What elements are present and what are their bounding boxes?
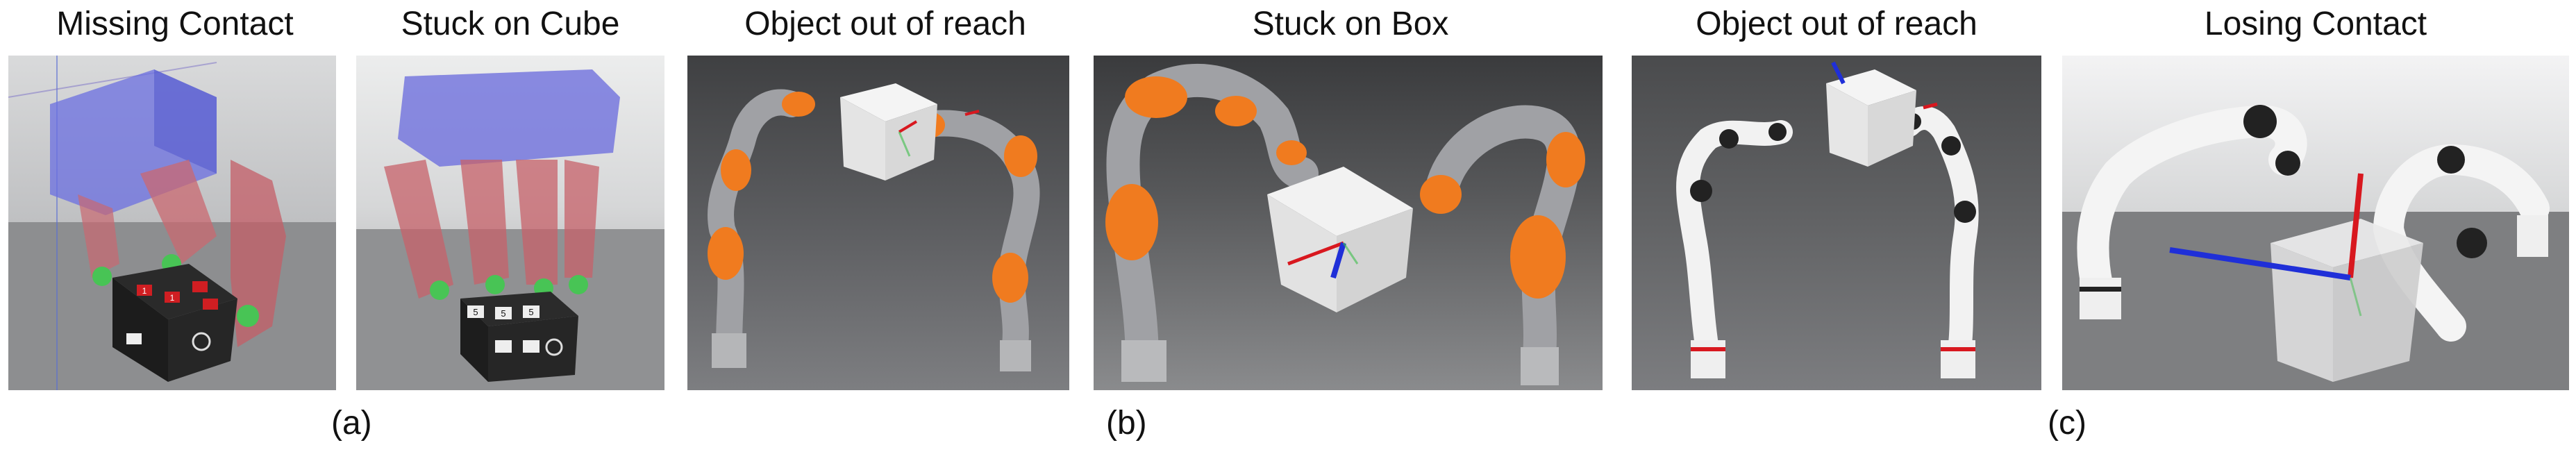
panel-stuck-on-cube: 5 5 5 <box>356 56 664 390</box>
panel-losing-contact <box>2062 56 2569 390</box>
panel-object-out-of-reach-kuka <box>687 56 1069 390</box>
cube-tile-digit: 1 <box>142 286 147 296</box>
title-object-out-of-reach-1: Object out of reach <box>744 6 1026 42</box>
panel-stuck-on-box <box>1094 56 1603 390</box>
title-object-out-of-reach-2: Object out of reach <box>1696 6 1977 42</box>
subfigure-label-b: (b) <box>1106 405 1147 442</box>
cube-tile-digit: 5 <box>501 308 505 319</box>
title-stuck-on-box: Stuck on Box <box>1252 6 1449 42</box>
cube-tile-digit: 1 <box>170 293 175 303</box>
cube-tile-digit: 5 <box>473 307 478 317</box>
subfigure-label-a: (a) <box>331 405 372 442</box>
panel-object-out-of-reach-panda <box>1632 56 2041 390</box>
title-losing-contact: Losing Contact <box>2204 6 2427 42</box>
title-missing-contact: Missing Contact <box>56 6 294 42</box>
cube-tile-digit: 5 <box>528 307 533 317</box>
title-stuck-on-cube: Stuck on Cube <box>401 6 620 42</box>
subfigure-label-c: (c) <box>2048 405 2086 442</box>
panel-missing-contact: 1 1 <box>8 56 336 390</box>
